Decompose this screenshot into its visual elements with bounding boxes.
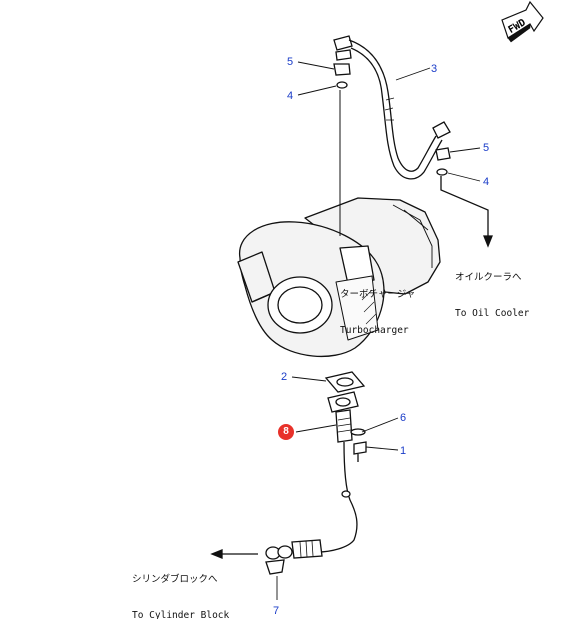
- callout-4-top[interactable]: 4: [287, 90, 293, 102]
- callout-4-right[interactable]: 4: [483, 176, 489, 188]
- turbocharger-label-jp: ターボチャージャ: [340, 289, 416, 300]
- turbocharger-label-en: Turbocharger: [340, 325, 409, 336]
- callout-1[interactable]: 1: [400, 445, 406, 457]
- hotspot-marker-8[interactable]: 8: [278, 424, 294, 440]
- callout-6[interactable]: 6: [400, 412, 406, 424]
- callout-5-top[interactable]: 5: [287, 56, 293, 68]
- oil-inlet-line: [333, 35, 493, 248]
- oil-cooler-note-en: To Oil Cooler: [455, 308, 530, 319]
- callout-2[interactable]: 2: [281, 371, 287, 383]
- fwd-arrow-icon: FWD: [501, 0, 544, 43]
- callout-5-right[interactable]: 5: [483, 142, 489, 154]
- oil-drain-line: [210, 371, 367, 575]
- cylinder-block-note-jp: シリンダブロックへ: [132, 574, 218, 585]
- turbocharger-body: [237, 197, 441, 358]
- callout-7[interactable]: 7: [273, 605, 279, 617]
- oil-cooler-note: オイルクーラへ To Oil Cooler: [455, 248, 529, 332]
- cylinder-block-note: シリンダブロックへ To Cylinder Block: [132, 550, 229, 619]
- callout-3[interactable]: 3: [431, 63, 437, 75]
- leader-lines: [276, 61, 481, 600]
- oil-cooler-note-jp: オイルクーラへ: [455, 272, 522, 283]
- turbocharger-label: ターボチャージャ Turbocharger: [340, 265, 415, 349]
- cylinder-block-note-en: To Cylinder Block: [132, 610, 230, 619]
